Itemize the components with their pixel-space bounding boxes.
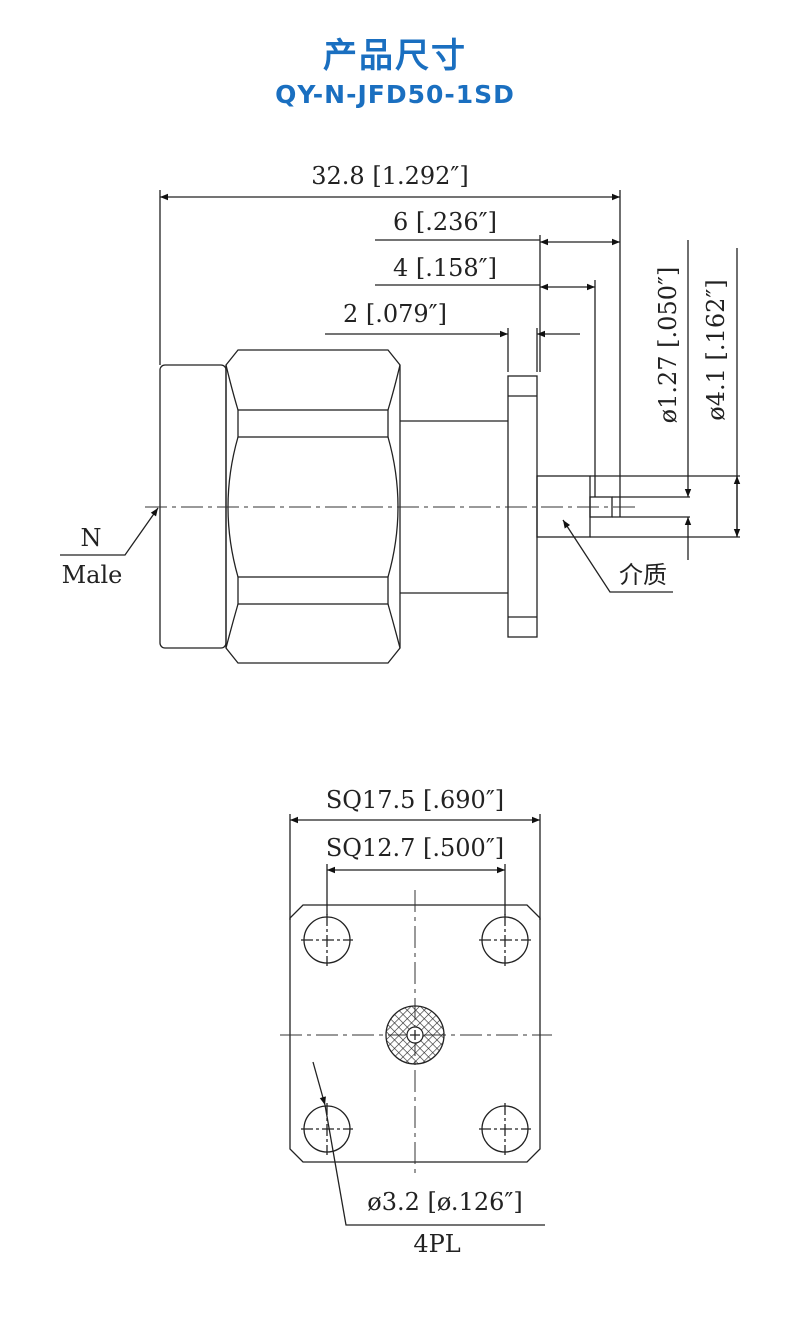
overall-length-label: 32.8 [1.292″] xyxy=(311,162,468,190)
hole-leader xyxy=(324,1104,545,1226)
flange-size-label: SQ17.5 [.690″] xyxy=(326,786,504,814)
page-title: 产品尺寸 xyxy=(323,36,467,76)
dielectric-label: 介质 xyxy=(619,561,667,589)
square-flange xyxy=(289,904,541,1163)
dim-6-label: 6 [.236″] xyxy=(393,208,497,236)
dielectric-diameter-label: ø4.1 [.162″] xyxy=(702,279,730,420)
interface-label-male: Male xyxy=(62,561,123,589)
dim-2-label: 2 [.079″] xyxy=(343,300,447,328)
interface-label-n: N xyxy=(81,524,102,552)
side-view: 32.8 [1.292″] 6 [.236″] 4 [.158″] 2 [.07… xyxy=(60,162,741,664)
dim-4-label: 4 [.158″] xyxy=(393,254,497,282)
mounting-holes xyxy=(301,914,531,1155)
pin-diameter-label: ø1.27 [.050″] xyxy=(654,267,682,424)
hole-diameter-label: ø3.2 [ø.126″] xyxy=(367,1188,522,1216)
model-number: QY-N-JFD50-1SD xyxy=(275,80,515,109)
hole-spacing-label: SQ12.7 [.500″] xyxy=(326,834,504,862)
front-view: SQ17.5 [.690″] SQ12.7 [.500″] ø3.2 [ø.12… xyxy=(280,786,552,1258)
hole-count-label: 4PL xyxy=(413,1230,460,1258)
